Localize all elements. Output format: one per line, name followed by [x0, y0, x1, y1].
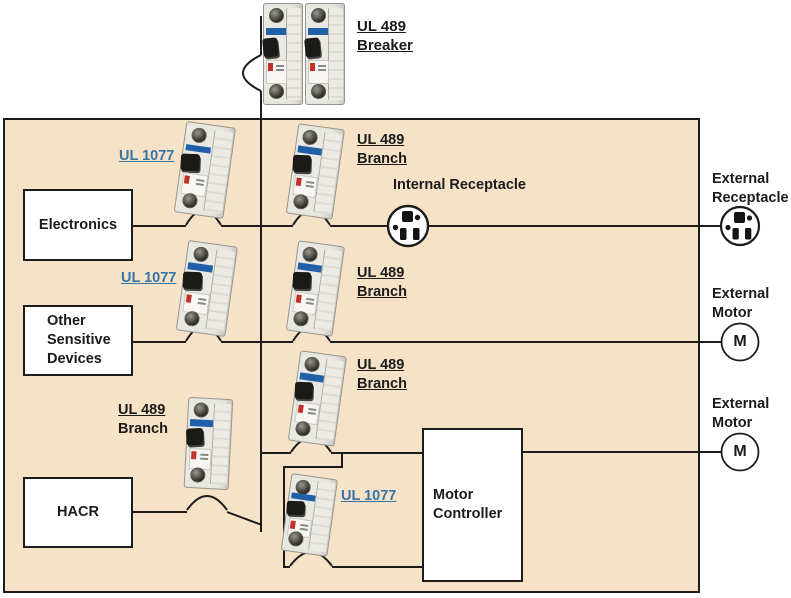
electronics-label: Electronics: [38, 216, 118, 233]
main-breaker-label: UL 489 Breaker: [357, 17, 413, 55]
breaker-rating-label: [308, 60, 329, 84]
ul1077-label-electronics: UL 1077: [119, 148, 175, 164]
breaker-din-rail-side: [327, 8, 343, 100]
main-ul489-breaker-photo: [261, 3, 345, 105]
external-motor2-line2: Motor: [712, 415, 753, 431]
breaker-terminal-screw-top: [268, 8, 284, 23]
breaker-terminal-screw-top: [192, 245, 210, 263]
hacr-branch-line1: UL 489: [118, 402, 166, 418]
external-motor1-line1: External: [712, 286, 770, 302]
ul489-branch-label-1: UL 489 Branch: [357, 131, 407, 169]
breaker-pole: [303, 3, 345, 105]
ul489-branch-label-3: UL 489 Branch: [357, 356, 407, 394]
breaker-red-marking: [185, 294, 192, 303]
breaker-terminal-screw-bottom: [183, 310, 201, 328]
breaker-toggle-handle: [182, 271, 202, 290]
breaker-terminal-screw-top: [193, 402, 210, 418]
breaker-toggle-handle: [286, 500, 305, 516]
motor-controller-box: Motor Controller: [422, 428, 523, 582]
external-motor2-line1: External: [712, 396, 770, 412]
breaker-red-marking: [289, 519, 296, 529]
main-breaker-label-line1: UL 489: [357, 18, 406, 35]
breaker-terminal-screw-bottom: [181, 192, 199, 210]
electronics-load-box: Electronics: [23, 189, 133, 261]
internal-receptacle-icon: [386, 204, 430, 248]
breaker-brand-strip: [297, 262, 322, 273]
external-receptacle-label: External Receptacle: [712, 170, 789, 208]
breaker-terminal-screw-top: [310, 8, 326, 23]
external-motor-1-label: External Motor: [712, 285, 769, 323]
external-receptacle-line1: External: [712, 171, 770, 187]
breaker-terminal-screw-top: [301, 129, 319, 146]
breaker-brand-strip: [307, 28, 328, 35]
hacr-open-blade: [226, 511, 263, 526]
breaker-terminal-screw-top: [303, 356, 321, 373]
breaker-din-rail-side: [209, 402, 232, 486]
breaker-toggle-handle: [303, 37, 322, 58]
external-motor-2-label: External Motor: [712, 395, 769, 433]
hacr-label: HACR: [57, 504, 99, 520]
breaker-brand-strip: [185, 143, 212, 154]
breaker-toggle-handle: [185, 428, 204, 446]
breaker-toggle-handle: [261, 37, 280, 58]
breaker-rating-label: [266, 60, 287, 84]
breaker-red-marking: [268, 63, 274, 71]
breaker-terminal-screw-bottom: [268, 84, 284, 99]
branch1-line1: UL 489: [357, 132, 405, 148]
main-breaker-label-line2: Breaker: [357, 37, 413, 54]
breaker-toggle-handle: [180, 153, 200, 171]
breaker-toggle-handle: [292, 154, 311, 173]
branch2-line1: UL 489: [357, 265, 405, 281]
breaker-terminal-screw-bottom: [190, 467, 206, 483]
breaker-brand-strip: [291, 492, 316, 502]
external-motor-1-circle: [720, 322, 760, 362]
breaker-brand-strip: [297, 145, 322, 156]
breaker-pole: [261, 3, 303, 105]
ul489-branch-breaker-photo-hacr: [183, 396, 234, 491]
ul489-branch-label-2: UL 489 Branch: [357, 264, 407, 302]
breaker-red-marking: [310, 63, 316, 71]
branch3-line2: Branch: [357, 376, 407, 392]
breaker-brand-strip: [299, 372, 324, 383]
breaker-red-marking: [190, 450, 197, 460]
breaker-terminal-screw-top: [301, 246, 319, 263]
breaker-brand-strip: [190, 419, 213, 427]
external-motor-2-symbol: M: [733, 443, 747, 460]
ul1077-label-motor-controller: UL 1077: [341, 488, 397, 504]
hacr-ul489-arc: [186, 495, 228, 511]
motor-controller-sub-wire: [283, 453, 423, 568]
ul489-branch-label-hacr: UL 489 Branch: [118, 401, 168, 439]
branch1-line2: Branch: [357, 151, 407, 167]
external-receptacle-line2: Receptacle: [712, 190, 789, 206]
breaker-pole: [183, 396, 234, 491]
breaker-brand-strip: [265, 28, 286, 35]
motor-controller-label: Motor Controller: [433, 487, 503, 522]
breaker-red-marking: [295, 294, 302, 303]
breaker-terminal-screw-bottom: [310, 84, 326, 99]
external-motor-1-symbol: M: [733, 333, 747, 350]
ul1077-label-sensitive: UL 1077: [121, 270, 177, 286]
sensitive-devices-label: Other Sensitive Devices: [47, 313, 111, 367]
hacr-branch-line2: Branch: [118, 421, 168, 437]
sensitive-devices-load-box: Other Sensitive Devices: [23, 305, 133, 376]
breaker-red-marking: [297, 404, 304, 413]
external-receptacle-icon: [719, 205, 761, 247]
breaker-red-marking: [295, 177, 302, 186]
branch2-line2: Branch: [357, 284, 407, 300]
external-motor-2-circle: [720, 432, 760, 472]
breaker-toggle-handle: [292, 271, 311, 290]
breaker-din-rail-side: [285, 8, 301, 100]
breaker-red-marking: [183, 175, 190, 185]
branch3-line1: UL 489: [357, 357, 405, 373]
breaker-brand-strip: [187, 262, 214, 273]
internal-receptacle-label: Internal Receptacle: [393, 177, 526, 193]
breaker-toggle-handle: [294, 381, 313, 400]
hacr-load-box: HACR: [23, 477, 133, 548]
external-motor1-line2: Motor: [712, 305, 753, 321]
breaker-terminal-screw-top: [190, 126, 208, 144]
main-breaker-arc: [242, 54, 262, 92]
